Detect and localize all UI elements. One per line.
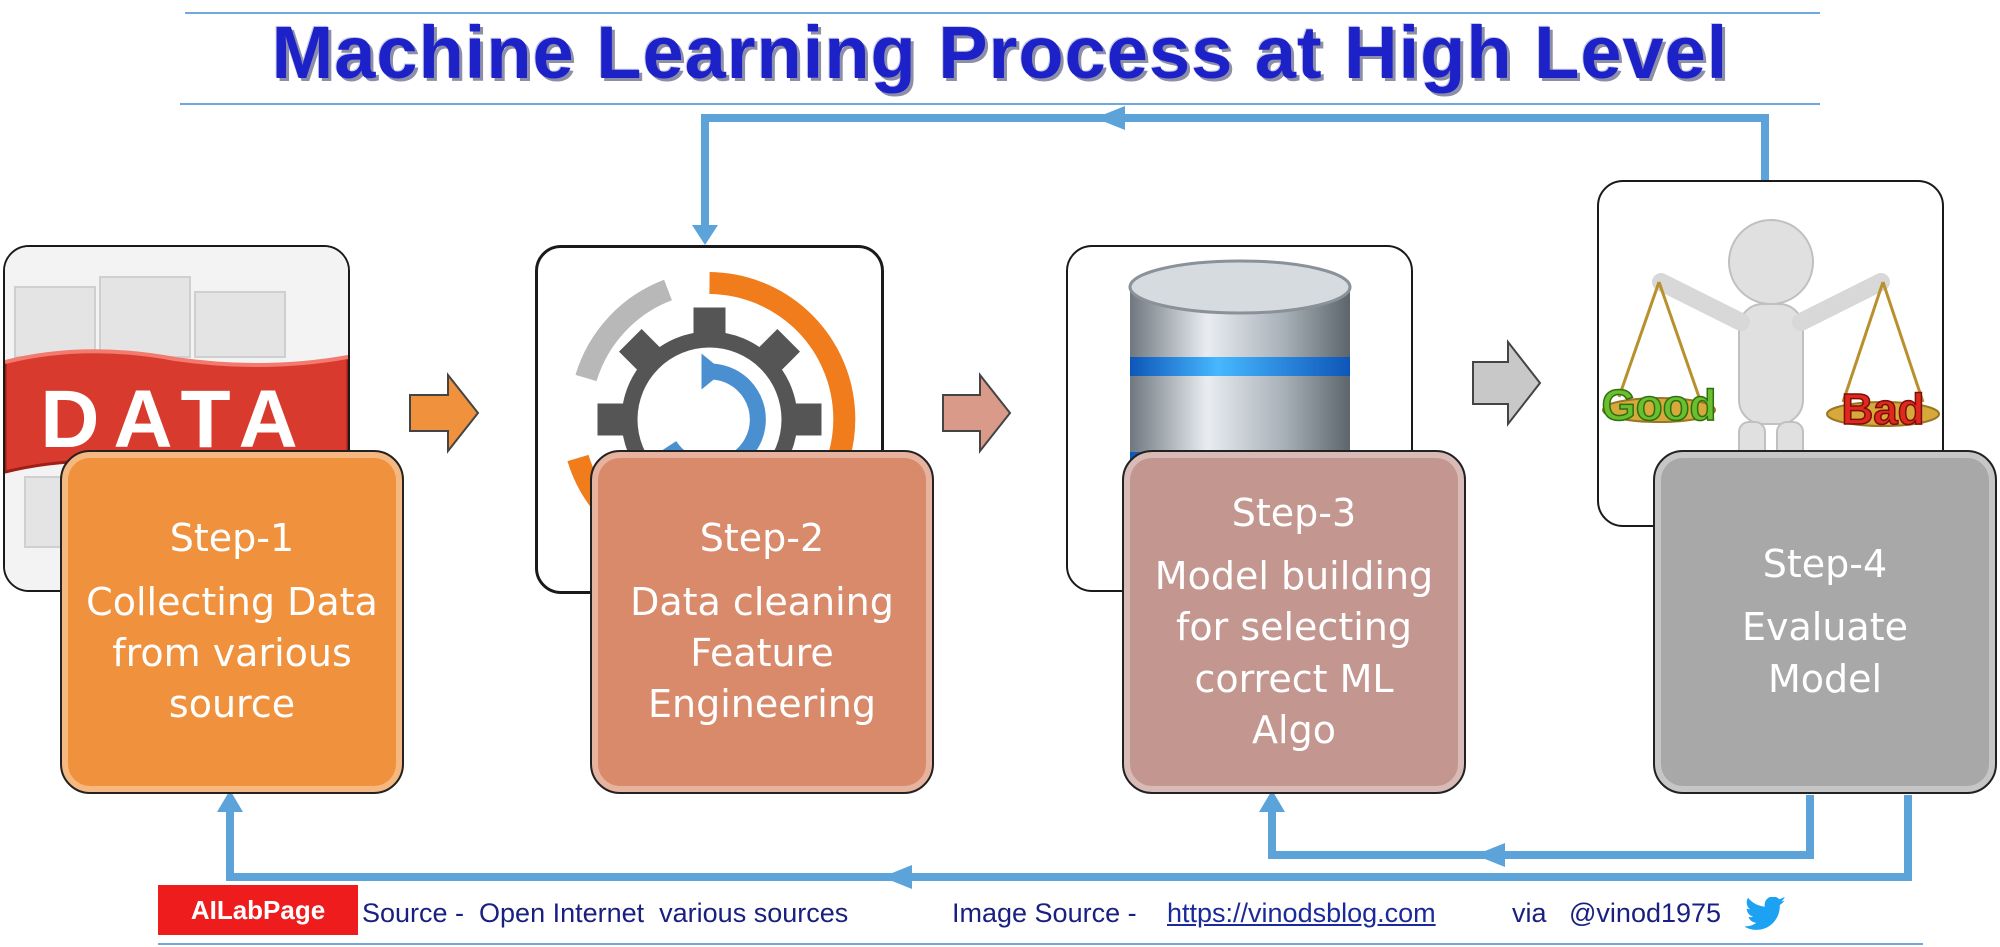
step-4-box: Step-4 Evaluate Model — [1653, 450, 1997, 794]
good-label: Good — [1602, 381, 1717, 430]
image-source-link[interactable]: https://vinodsblog.com — [1167, 898, 1436, 928]
feedback-line-top — [701, 114, 1769, 230]
arrowhead-bottom-long — [882, 865, 912, 889]
arrowhead-into-step3 — [1259, 790, 1285, 812]
step-1-box: Step-1 Collecting Data from various sour… — [60, 450, 404, 794]
feedback-line-bottom — [226, 795, 1912, 881]
twitter-bird-icon[interactable] — [1743, 896, 1787, 938]
step-1-title: Step-1 — [169, 516, 295, 561]
feedback-line-mid — [1268, 795, 1814, 859]
step-2-box: Step-2 Data cleaning Feature Engineering — [590, 450, 934, 794]
step-arrow-3-4 — [1472, 339, 1542, 427]
arrowhead-into-step1 — [217, 790, 243, 812]
title-top-rule — [185, 12, 1820, 14]
step-4-description: Evaluate Model — [1742, 605, 1908, 701]
page-title: Machine Learning Process at High Level — [271, 11, 1729, 94]
step-arrow-2-3 — [942, 372, 1012, 454]
footer-rule — [158, 943, 1923, 945]
arrowhead-into-step2 — [692, 225, 718, 245]
source-text: Source - Open Internet various sources — [362, 898, 849, 928]
image-source-label: Image Source - — [952, 898, 1137, 928]
step-2-title: Step-2 — [699, 516, 825, 561]
arrowhead-bottom-mid — [1475, 843, 1505, 867]
arrowhead-top-left — [1095, 106, 1125, 130]
step-arrow-1-2 — [409, 372, 480, 454]
title-bottom-rule — [180, 103, 1820, 105]
step-1-description: Collecting Data from various source — [86, 579, 378, 727]
step-3-title: Step-3 — [1231, 490, 1357, 535]
step-2-description: Data cleaning Feature Engineering — [630, 579, 894, 727]
step-3-description: Model building for selecting correct ML … — [1154, 554, 1434, 752]
step-3-box: Step-3 Model building for selecting corr… — [1122, 450, 1466, 794]
step-4-title: Step-4 — [1762, 542, 1888, 587]
brand-badge: AILabPage — [158, 885, 358, 935]
data-puzzle-text: DATA — [40, 374, 312, 465]
via-handle[interactable]: via @vinod1975 — [1512, 898, 1722, 928]
bad-label: Bad — [1841, 385, 1924, 434]
